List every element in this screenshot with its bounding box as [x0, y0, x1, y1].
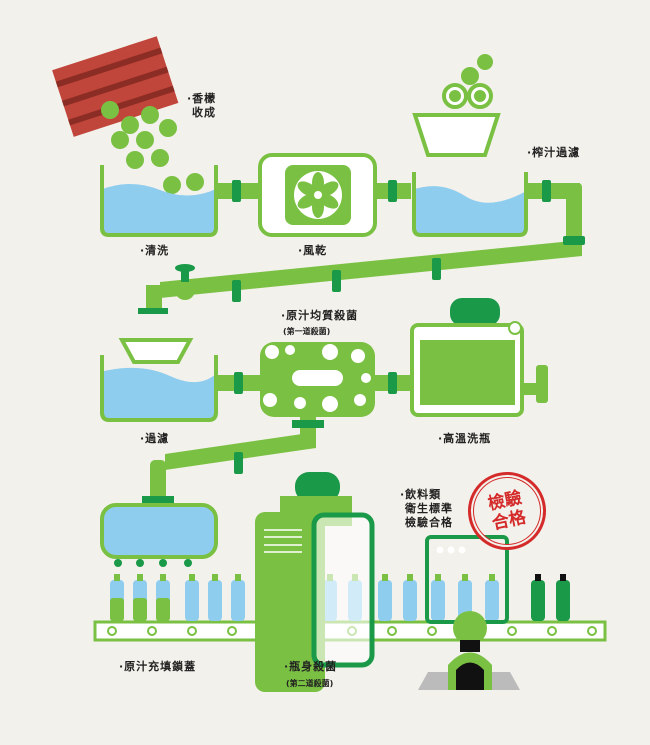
lemon [126, 151, 144, 169]
bubble [294, 397, 306, 409]
label-wash: ·清洗 [140, 244, 170, 257]
inspector-worker [418, 611, 520, 690]
bottle [458, 580, 472, 621]
lemon-crate [52, 36, 179, 137]
bottle-cap [235, 574, 241, 581]
conveyor-roller [547, 626, 557, 636]
label-press-filter: ·榨汁過濾 [527, 146, 581, 159]
conveyor-roller [227, 626, 237, 636]
bubble [265, 345, 279, 359]
bottle-cap [535, 574, 541, 581]
bottle [185, 580, 199, 621]
bubble [322, 396, 338, 412]
conveyor-roller [427, 626, 437, 636]
bottle-cap [114, 574, 120, 581]
homogenizer [260, 342, 375, 417]
bottle [431, 580, 445, 621]
bottle [231, 580, 245, 621]
lemon [141, 106, 159, 124]
press-filter-tank [412, 54, 528, 237]
lemon [111, 131, 129, 149]
label-harvest-line2: 收成 [192, 106, 216, 119]
label-filter: ·過濾 [140, 432, 170, 445]
label-homogenize-note: (第一道殺菌) [283, 327, 331, 336]
bottle [403, 580, 417, 621]
bottle-washer [410, 298, 524, 417]
air-dry-fan [258, 153, 377, 237]
lemon [163, 176, 181, 194]
bottle-cap [407, 574, 413, 581]
juice-fill [133, 598, 147, 621]
bottle-cap [462, 574, 468, 581]
label-inspection-line2: 衛生標準 [405, 502, 453, 515]
bottle-cap [435, 574, 441, 581]
bottle-sterilizer [255, 472, 375, 692]
bottle [556, 580, 570, 621]
lemon [151, 149, 169, 167]
bottle-cap [489, 574, 495, 581]
conveyor-roller [387, 626, 397, 636]
bottle [208, 580, 222, 621]
wash-tank [100, 165, 218, 237]
label-harvest: ·香檬 收成 [187, 92, 216, 120]
bottle-cap [560, 574, 566, 581]
bubble [351, 349, 365, 363]
conveyor-roller [507, 626, 517, 636]
label-bottle-wash: ·高溫洗瓶 [438, 432, 492, 445]
filler-tank [100, 503, 218, 567]
lemon [101, 101, 119, 119]
bubble [285, 345, 295, 355]
label-bottle-sterilize-note: (第二道殺菌) [286, 679, 334, 688]
pipe-row2 [218, 365, 548, 403]
bottle-cap [212, 574, 218, 581]
label-inspection-line1: ·飲料類 [400, 488, 442, 501]
pipe-row1 [138, 180, 585, 314]
label-inspection-line3: 檢驗合格 [405, 516, 453, 529]
filter-tank [100, 338, 218, 422]
bottle-cap [189, 574, 195, 581]
bottle-cap [160, 574, 166, 581]
label-fill-cap: ·原汁充填鎖蓋 [119, 660, 197, 673]
conveyor-roller [147, 626, 157, 636]
label-bottle-sterilize: ·瓶身殺菌 [284, 660, 338, 673]
pipe-row3 [142, 417, 324, 504]
bubble [361, 373, 371, 383]
juice-fill [156, 598, 170, 621]
bottle [378, 580, 392, 621]
bottle [531, 580, 545, 621]
bubble [354, 394, 366, 406]
label-air-dry: ·風乾 [298, 244, 328, 257]
conveyor-roller [187, 626, 197, 636]
juice-fill [110, 598, 124, 621]
conveyor-roller [107, 626, 117, 636]
lemon [121, 116, 139, 134]
label-homogenize: ·原汁均質殺菌 [281, 309, 359, 322]
bottle [485, 580, 499, 621]
bottle-cap [137, 574, 143, 581]
label-harvest-line1: ·香檬 [187, 92, 217, 105]
bubble [263, 393, 277, 407]
lemon [136, 131, 154, 149]
label-inspection: ·飲料類 衛生標準 檢驗合格 [400, 488, 453, 530]
lemon [159, 119, 177, 137]
bubble [322, 344, 338, 360]
bottle-cap [382, 574, 388, 581]
conveyor-roller [587, 626, 597, 636]
lemon [186, 173, 204, 191]
